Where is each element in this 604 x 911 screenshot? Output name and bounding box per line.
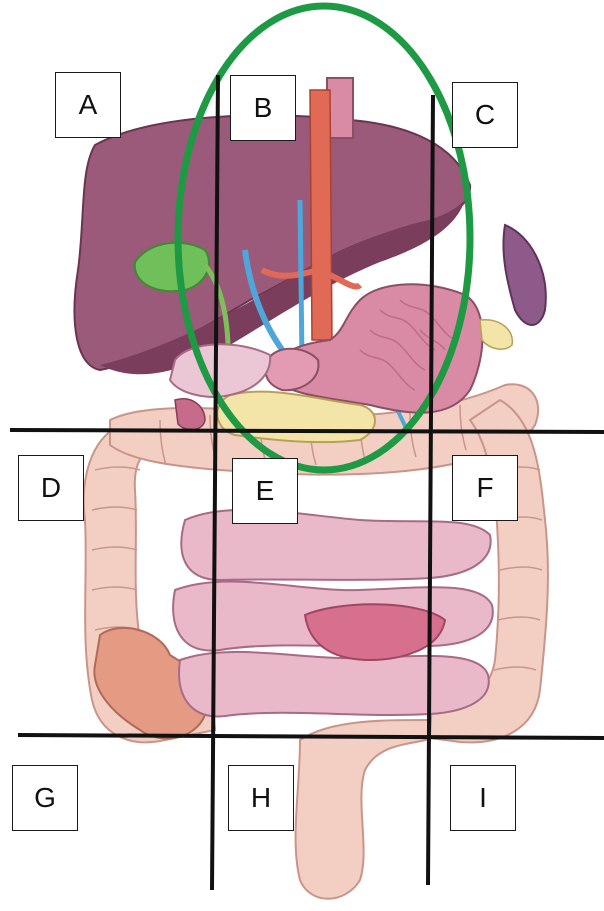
region-label-b: B <box>230 75 296 141</box>
aorta <box>310 90 332 340</box>
region-label-c: C <box>452 82 518 148</box>
region-label-i: I <box>450 765 516 831</box>
jejunum-segment <box>305 604 445 660</box>
gallbladder <box>135 243 209 292</box>
kidney-left <box>175 399 205 430</box>
vena-cava <box>300 200 302 360</box>
spleen <box>503 225 545 325</box>
region-label-h: H <box>228 765 294 831</box>
grid-line-horizontal-lower <box>18 735 604 738</box>
kidney-right <box>480 320 512 349</box>
region-label-f: F <box>452 455 518 521</box>
duodenum <box>170 344 270 397</box>
region-label-e: E <box>232 458 298 524</box>
grid-line-horizontal-upper <box>10 430 604 432</box>
rectum <box>296 720 430 899</box>
region-label-a: A <box>55 72 121 138</box>
region-label-d: D <box>18 455 84 521</box>
region-label-g: G <box>12 765 78 831</box>
